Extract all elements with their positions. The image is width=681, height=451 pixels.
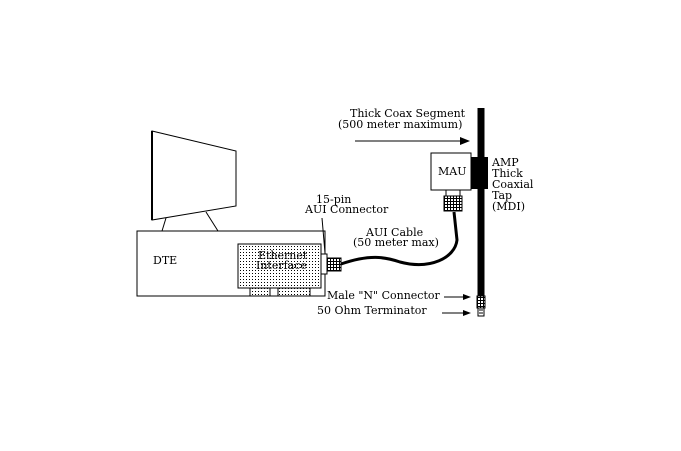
mau: MAU: [430, 152, 472, 212]
thick-coax-label-line2: (500 meter maximum): [338, 118, 462, 131]
monitor: [151, 130, 237, 232]
dte-label: DTE: [153, 254, 177, 267]
ethernet-interface-label-line2: Interface: [256, 259, 307, 272]
thick-coax-arrow: [355, 137, 470, 145]
mau-connector: [443, 195, 463, 212]
amp-label-line2: Thick: [492, 167, 523, 180]
amp-label-line5: (MDI): [492, 200, 525, 213]
monitor-stand-left: [161, 217, 167, 232]
terminator: [477, 307, 485, 317]
ethernet-interface-label-line1: Ethernet: [258, 249, 308, 262]
mau-label: MAU: [438, 165, 466, 178]
aui-cable-label-line1: AUI Cable: [365, 226, 423, 239]
terminator-label: 50 Ohm Terminator: [317, 304, 427, 317]
amp-tap: [471, 157, 488, 189]
aui-connector-label-line1: 15-pin: [316, 193, 351, 206]
amp-label-line1: AMP: [491, 156, 519, 169]
aui-connector-dte: [320, 253, 342, 275]
mau-stem: [445, 189, 461, 197]
monitor-screen: [151, 130, 237, 221]
male-n-connector: [476, 295, 486, 309]
terminator-arrow: [442, 310, 471, 316]
aui-connector-label-line2: AUI Connector: [304, 203, 389, 216]
thick-coax-label-line1: Thick Coax Segment: [350, 107, 466, 120]
monitor-stand-right: [205, 211, 219, 232]
aui-cable: [340, 211, 459, 267]
male-n-connector-label: Male "N" Connector: [327, 289, 441, 302]
ethernet-interface-card: Ethernet Interface: [237, 243, 322, 297]
male-n-connector-arrow: [444, 294, 471, 300]
aui-cable-label-line2: (50 meter max): [353, 236, 439, 249]
aui-connector-pointer: [321, 217, 326, 254]
amp-label-line4: Tap: [492, 189, 512, 202]
amp-label-line3: Coaxial: [492, 178, 534, 191]
